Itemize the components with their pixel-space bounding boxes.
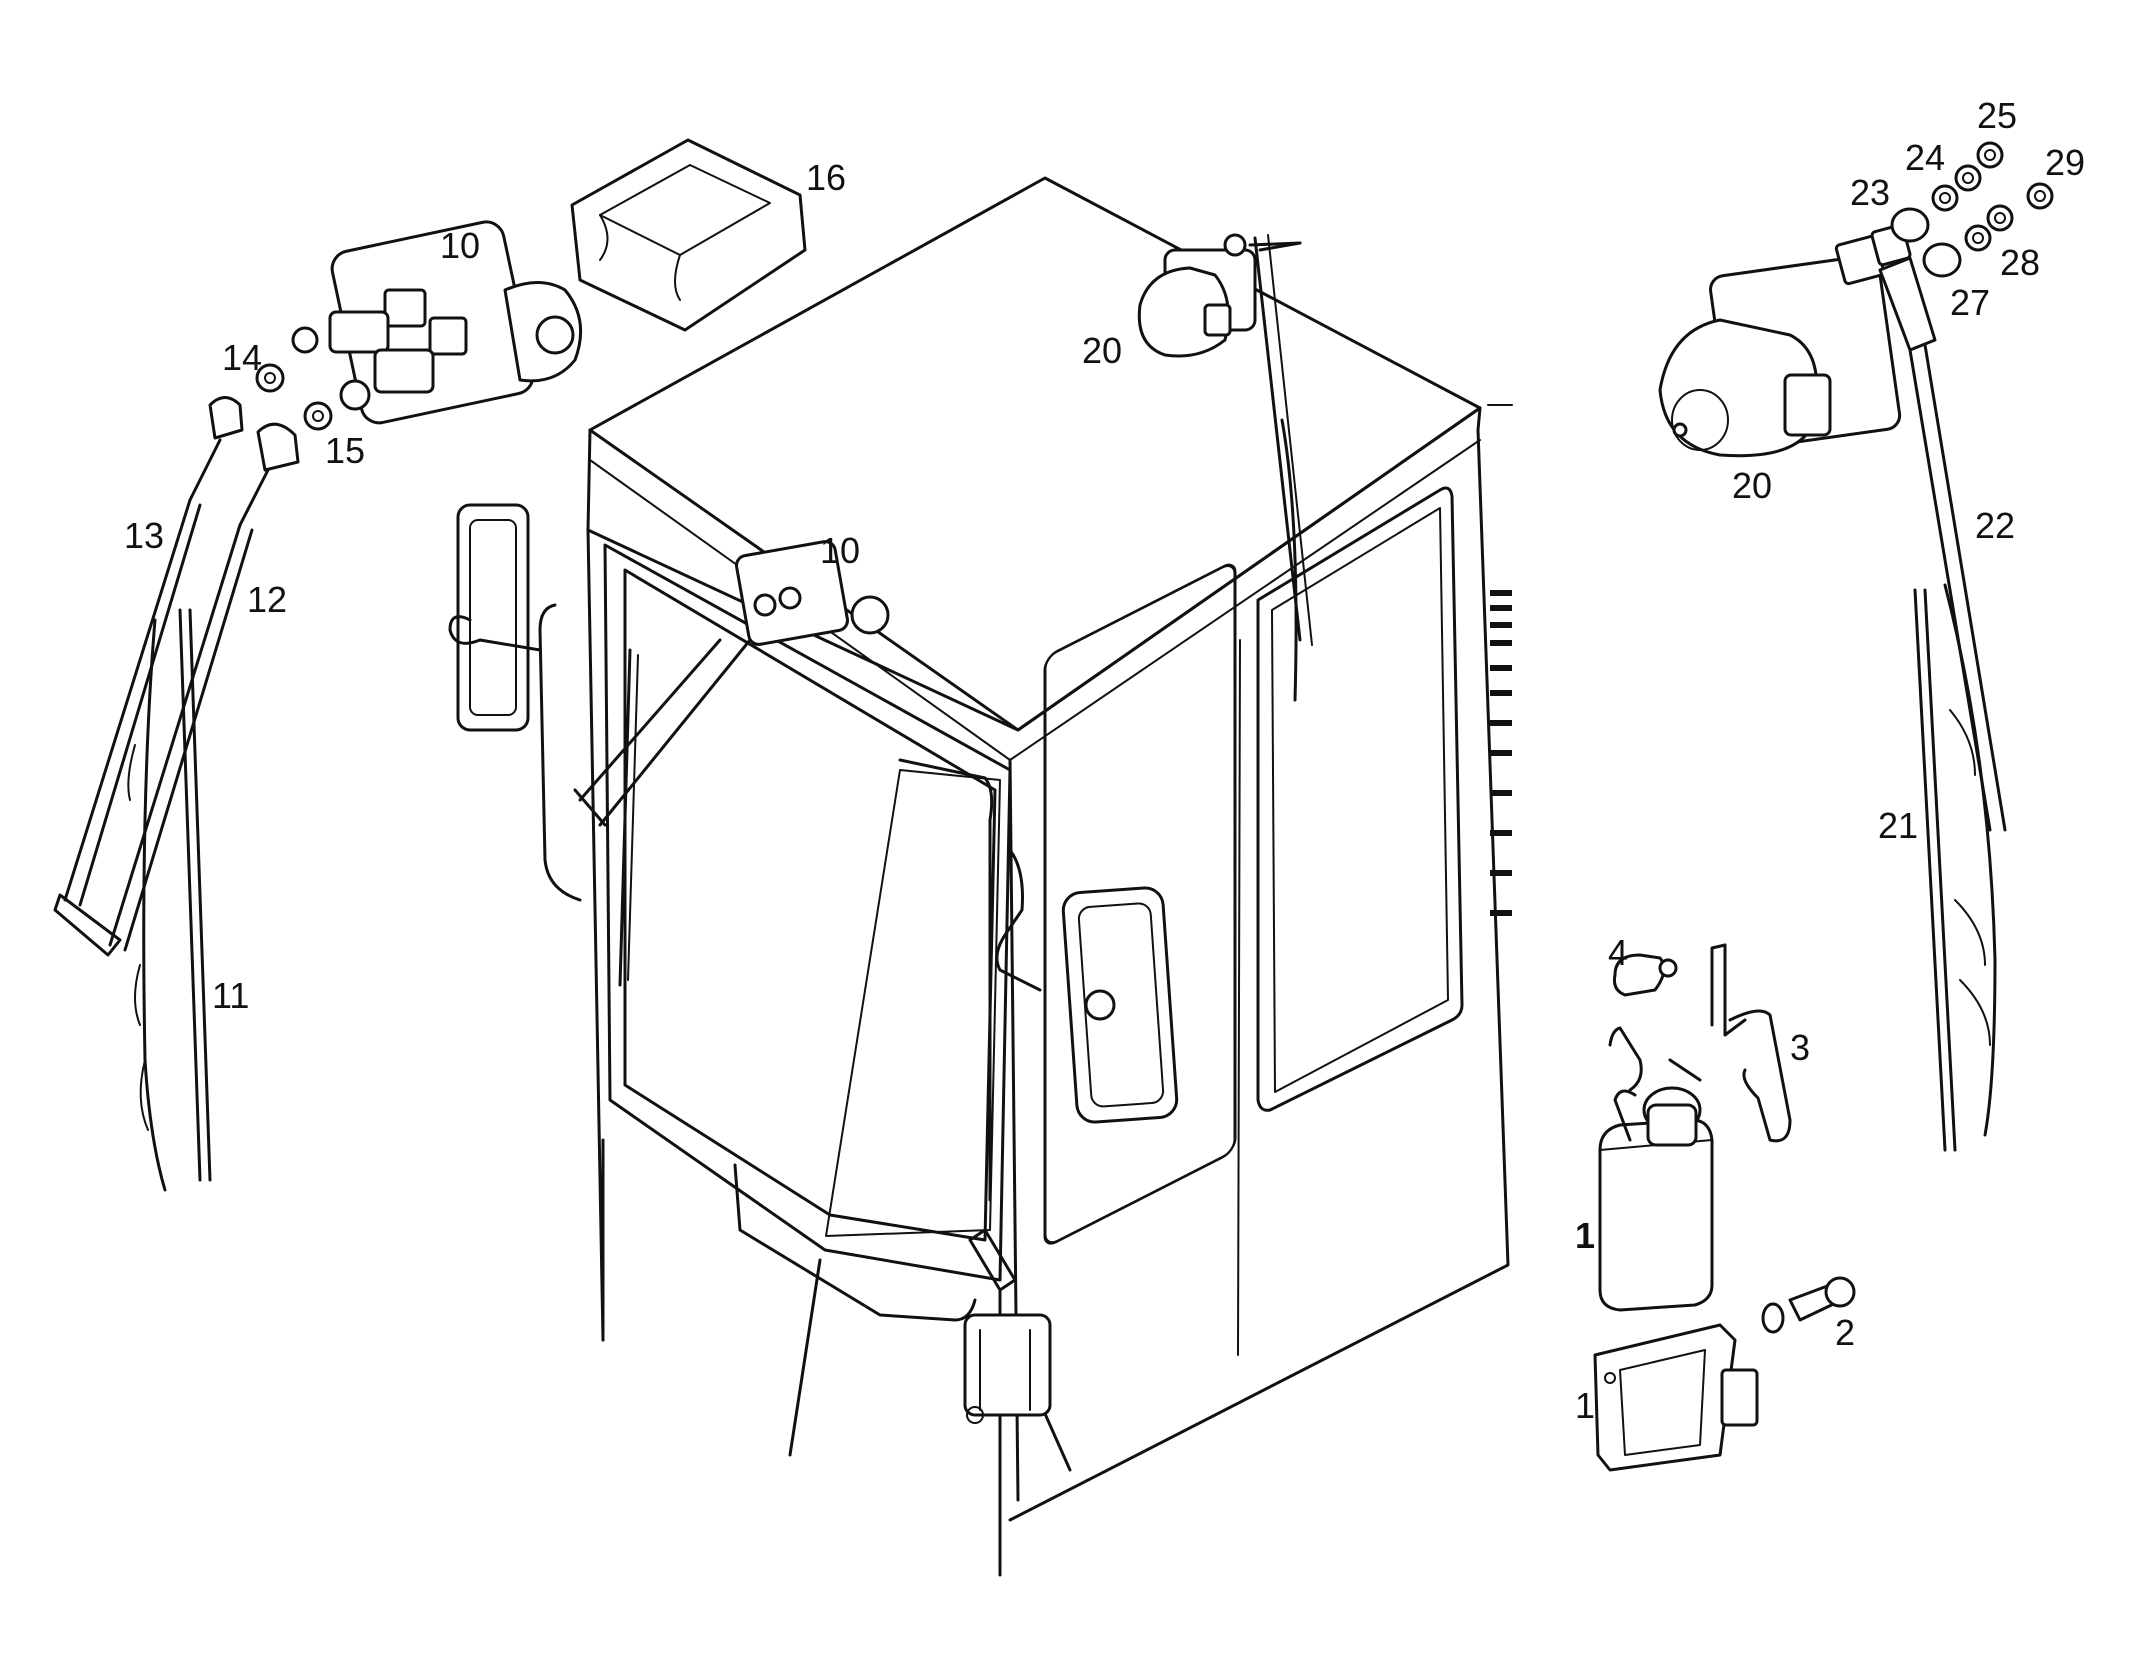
callout-20-right: 20	[1732, 465, 1772, 506]
wiper-blade-21	[1913, 583, 1997, 1152]
cab-side-wiper	[1253, 234, 1313, 702]
callout-29: 29	[2045, 142, 2085, 183]
callout-13: 13	[124, 515, 164, 556]
front-windshield	[603, 543, 1012, 1282]
callout-23: 23	[1850, 172, 1890, 213]
wiper-blade-11	[127, 608, 212, 1192]
cab-left-mirror	[448, 503, 542, 732]
callout-4: 4	[1608, 932, 1628, 973]
cab-handrails	[538, 603, 1042, 1322]
spacer-27	[1922, 242, 1962, 278]
side-door-window-rear	[1256, 486, 1464, 1112]
spacer-23	[1890, 207, 1930, 243]
callout-1-reservoir: 1	[1575, 1215, 1595, 1256]
wiper-arm-13	[63, 396, 244, 907]
cab-wiper-motor	[735, 540, 890, 646]
washer-screw-2	[1761, 1276, 1856, 1334]
washer-reservoir-1	[1598, 1086, 1714, 1312]
callout-16: 16	[806, 157, 846, 198]
washer-24b	[1954, 164, 1982, 192]
callout-24: 24	[1905, 137, 1945, 178]
washer-25	[1976, 141, 2004, 169]
callout-21: 21	[1878, 805, 1918, 846]
callout-28: 28	[2000, 242, 2040, 283]
callout-22: 22	[1975, 505, 2015, 546]
washer-14	[255, 363, 285, 393]
callout-1-bracket: 1	[1575, 1385, 1595, 1426]
callout-11: 11	[212, 975, 249, 1016]
wiper-arm-12	[53, 422, 300, 957]
washer-28	[1964, 204, 2014, 252]
side-door-window-front	[1043, 563, 1237, 1245]
callout-15: 15	[325, 430, 365, 471]
callout-12: 12	[247, 579, 287, 620]
callout-3: 3	[1790, 1027, 1810, 1068]
cab-front-wiper	[573, 638, 752, 987]
callout-25: 25	[1977, 95, 2017, 136]
bracket-1	[1593, 1323, 1759, 1472]
callout-10-cab: 10	[820, 530, 860, 571]
cab-washer-fitting	[963, 1228, 1052, 1424]
wiper-motor-right-assembly	[1658, 223, 1912, 458]
washer-24	[1931, 184, 1959, 212]
cab-right-mirror	[1061, 886, 1179, 1124]
washer-29	[2026, 182, 2054, 210]
callout-labels: 10 16 14 15 13 12 11 10 20 20 22 21 23 2…	[124, 95, 2085, 1426]
callout-14: 14	[222, 337, 262, 378]
wiper-motor-left-assembly	[291, 220, 583, 425]
washer-nozzle-4	[1613, 953, 1678, 997]
cover-16	[570, 138, 807, 332]
callout-20-top: 20	[1082, 330, 1122, 371]
washer-hose-3	[1608, 943, 1792, 1143]
callout-10-left: 10	[440, 225, 480, 266]
callout-27: 27	[1950, 282, 1990, 323]
callout-2: 2	[1835, 1312, 1855, 1353]
washer-15	[303, 401, 333, 431]
edge-scan-marks	[1490, 590, 1512, 916]
wiper-motor-top-20	[1137, 233, 1302, 358]
